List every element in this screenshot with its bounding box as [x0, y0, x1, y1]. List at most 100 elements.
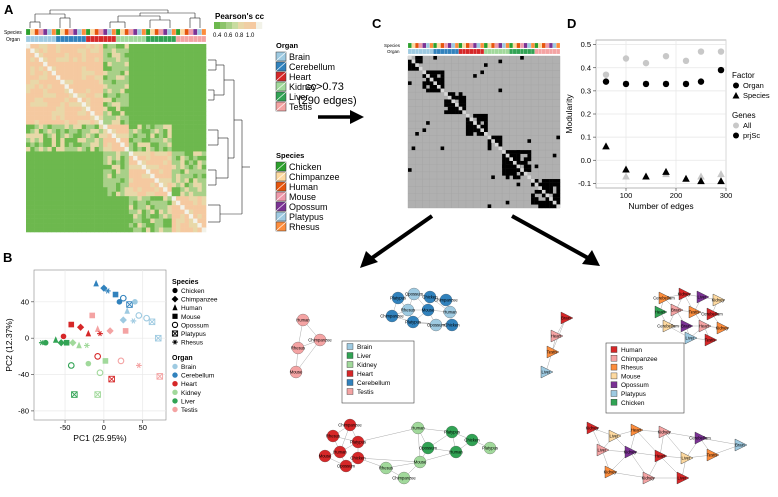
heatmap-cell — [124, 106, 130, 112]
heatmap-cell — [171, 57, 177, 63]
heatmap-cell — [116, 151, 121, 157]
heatmap-cell — [137, 129, 143, 134]
heatmap-cell — [111, 214, 117, 219]
heatmap-cell — [116, 129, 121, 134]
modularity-point-species — [622, 165, 630, 173]
organ-annotation-cell — [73, 35, 78, 43]
heatmap-cell — [38, 146, 44, 152]
heatmap-cell — [188, 52, 194, 58]
species-annotation-cell — [538, 42, 542, 49]
heatmap-cell — [77, 129, 83, 134]
heatmap-cell — [60, 57, 65, 63]
heatmap-cell — [26, 169, 31, 175]
organ-network-node-label: Human — [296, 318, 310, 323]
organ-legend-swatch-slash — [275, 71, 287, 82]
heatmap-cell — [73, 97, 78, 103]
heatmap-cell — [146, 44, 151, 49]
heatmap-cell — [94, 138, 100, 143]
heatmap-cell — [60, 97, 65, 103]
matrix-edge-cell — [429, 74, 434, 78]
heatmap-cell — [43, 142, 48, 148]
heatmap-cell — [150, 79, 155, 85]
modularity-point-species — [642, 172, 650, 180]
heatmap-cell — [60, 178, 65, 184]
heatmap-cell — [167, 182, 173, 188]
heatmap-cell — [73, 160, 78, 166]
matrix-edge-cell — [502, 160, 506, 165]
heatmap-cell — [188, 124, 194, 130]
heatmap-cell — [133, 48, 138, 54]
matrix-diagonal-cell — [502, 150, 506, 154]
heatmap-cell — [111, 61, 117, 67]
heatmap-cell — [137, 205, 143, 210]
matrix-edge-cell — [426, 121, 430, 125]
heatmap-cell — [193, 223, 198, 228]
heatmap-cell — [111, 97, 117, 103]
heatmap-cell — [150, 115, 155, 121]
organ-annotation-cell — [94, 35, 99, 43]
heatmap-cell — [43, 227, 48, 233]
species-network-node — [546, 345, 560, 359]
heatmap-cell — [158, 182, 164, 188]
species-network-node-label: Testis — [705, 338, 716, 343]
organ-annotation-cell — [163, 35, 168, 43]
modularity-point-organ — [622, 55, 630, 62]
pca-point — [143, 314, 150, 322]
heatmap-cell — [180, 164, 185, 170]
heatmap-cell — [163, 88, 168, 94]
organ-annotation-cell — [502, 48, 506, 55]
species-legend-label: Human — [289, 182, 318, 192]
species-network-node — [678, 287, 692, 301]
heatmap-cell — [94, 151, 100, 157]
heatmap-cell — [128, 227, 134, 233]
organ-network-node — [445, 425, 459, 439]
heatmap-cell — [150, 169, 155, 175]
matrix-edge-cell — [541, 182, 546, 187]
heatmap-cell — [197, 169, 203, 175]
x-tick-label: 300 — [720, 191, 733, 200]
heatmap-cell — [124, 61, 130, 67]
heatmap-cell — [163, 169, 168, 175]
heatmap-cell — [141, 111, 147, 116]
heatmap-cell — [120, 84, 125, 90]
heatmap-cell — [30, 173, 35, 179]
heatmap-cell — [171, 205, 177, 210]
heatmap-cell — [34, 209, 40, 215]
heatmap-cell — [98, 151, 104, 157]
heatmap-cell — [124, 164, 130, 170]
heatmap-cell — [201, 218, 207, 224]
heatmap-cell — [103, 120, 108, 125]
heatmap-cell — [146, 160, 151, 166]
organ-annotation-cell — [491, 48, 495, 55]
heatmap-cell — [107, 187, 113, 193]
pca-point — [42, 339, 49, 346]
species-network-node-label: Heart — [551, 334, 562, 339]
species-network-node-label: Heart — [631, 428, 642, 433]
heatmap-cell — [77, 182, 83, 188]
heatmap-cell — [90, 164, 95, 170]
organ-network-node — [421, 303, 435, 317]
heatmap-cell — [167, 111, 173, 116]
heatmap-cell — [98, 178, 104, 184]
organ-annotation-cell — [34, 35, 39, 43]
heatmap-cell — [171, 218, 177, 224]
heatmap-cell — [180, 214, 185, 219]
species-network-legend-swatch — [610, 390, 618, 397]
matrix-edge-cell — [451, 110, 456, 115]
matrix-diagonal-cell — [509, 157, 513, 161]
matrix-edge-cell — [520, 56, 524, 60]
heatmap-cell — [158, 115, 164, 121]
heatmap-cell — [34, 102, 40, 107]
matrix-edge-cell — [458, 92, 463, 97]
heatmap-cell — [107, 97, 113, 103]
y-tick-label: 0.2 — [581, 110, 591, 119]
heatmap-cell — [103, 169, 108, 175]
heatmap-cell — [188, 120, 194, 125]
heatmap-cell — [176, 106, 181, 112]
matrix-diagonal-cell — [455, 103, 459, 107]
heatmap-cell — [30, 223, 35, 228]
heatmap-cell — [133, 97, 138, 103]
heatmap-cell — [86, 44, 91, 49]
heatmap-cell — [184, 178, 190, 184]
matrix-edge-cell — [451, 103, 456, 107]
